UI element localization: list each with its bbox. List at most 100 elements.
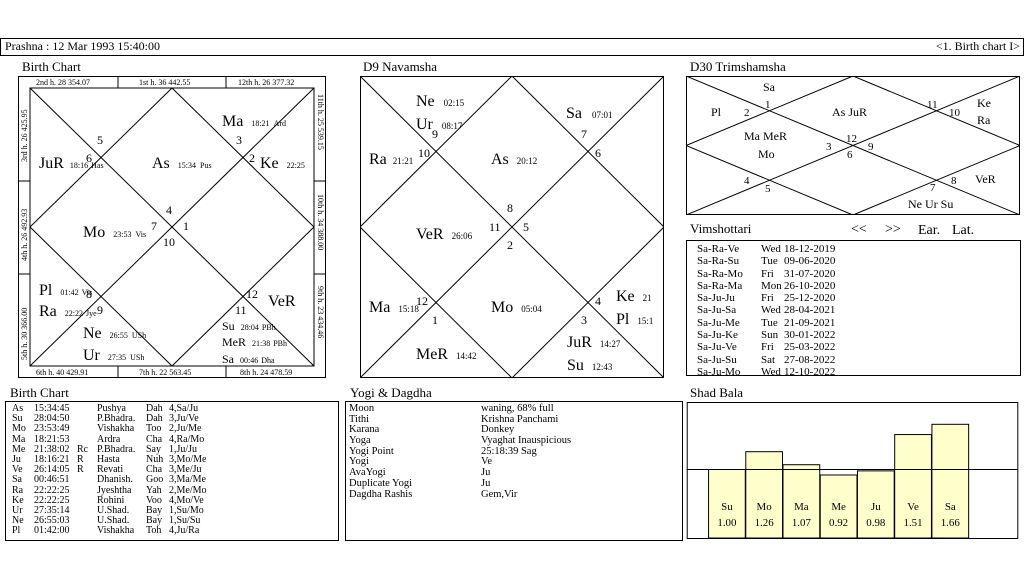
sign-number: 1 — [765, 99, 771, 111]
planet-ma-me: Ma MeR — [744, 129, 787, 143]
sign-number: 7 — [930, 182, 936, 194]
sign-number: 6 — [595, 146, 601, 160]
planet-ve: VeR — [975, 172, 996, 186]
chart-selector[interactable]: <1. Birth chart I> — [935, 39, 1020, 53]
shad-bar-value-label: 1.26 — [755, 517, 775, 529]
house-3-label: 3rd h. 26 425.95 — [20, 109, 29, 162]
planet-ne-ur-su: Ne Ur Su — [908, 197, 953, 211]
sign-number: 4 — [166, 203, 172, 217]
shad-bar-planet-label: Ve — [907, 501, 919, 513]
sign-number: 12 — [416, 294, 428, 308]
trimshamsha-sign-numbers: 1 2 11 10 3 12 9 6 4 5 7 8 — [744, 99, 961, 195]
house-4-label: 4th h. 26 492.93 — [20, 209, 29, 261]
shad-bar-ve — [894, 434, 932, 539]
yogi-dagdha-title: Yogi & Dagdha — [350, 385, 432, 400]
shad-bar-me — [819, 474, 858, 539]
sign-number: 7 — [151, 219, 157, 233]
shad-bar-planet-label: Ma — [794, 501, 809, 513]
sign-number: 7 — [581, 127, 587, 141]
shad-bar-planet-label: Mo — [757, 501, 773, 513]
trimshamsha-chart[interactable]: 1 2 11 10 3 12 9 6 4 5 7 8 Sa Pl As JuR … — [686, 76, 1020, 215]
navamsha-title: D9 Navamsha — [363, 59, 438, 74]
birth-chart[interactable]: 2nd h. 28 354.07 1st h. 36 442.55 12th h… — [18, 76, 326, 378]
sign-number: 4 — [744, 175, 750, 187]
dasha-prev-button[interactable]: << — [851, 222, 867, 237]
sign-number: 11 — [489, 220, 501, 234]
shad-bala-chart: Su1.00Mo1.26Ma1.07Me0.92Ju0.98Ve1.51Sa1.… — [686, 402, 1019, 539]
earlier-button[interactable]: Ear. — [918, 223, 941, 238]
latest-button[interactable]: Lat. — [952, 223, 975, 238]
dasha-next-button[interactable]: >> — [885, 222, 901, 237]
shad-bar-mo — [745, 451, 784, 539]
sign-number: 6 — [86, 151, 92, 165]
sign-number: 2 — [249, 151, 255, 165]
sign-number: 4 — [595, 294, 601, 308]
house-8-label: 8th h. 24 478.59 — [240, 368, 292, 377]
sign-number: 9 — [97, 303, 103, 317]
sign-number: 5 — [765, 183, 771, 195]
planet-sa: Sa — [763, 80, 776, 94]
birth-sign-numbers: 5 6 3 2 4 7 1 10 8 9 12 11 — [86, 133, 258, 317]
sign-number: 9 — [432, 127, 438, 141]
trimshamsha-planets: Sa Pl As JuR Ke Ra Ma MeR Mo VeR Ne Ur S… — [711, 80, 996, 211]
shad-bar-planet-label: Su — [721, 501, 733, 513]
house-7-label: 7th h. 22 563.45 — [139, 368, 191, 377]
sign-number: 10 — [418, 146, 430, 160]
shad-bar-value-label: 1.66 — [941, 517, 961, 529]
trimshamsha-title: D30 Trimshamsha — [690, 59, 786, 74]
sign-number: 3 — [581, 313, 587, 327]
house-10-label: 10th h. 34 388.00 — [316, 194, 325, 250]
sign-number: 5 — [523, 220, 529, 234]
sign-number: 2 — [507, 238, 513, 252]
shad-bar-value-label: 0.92 — [829, 517, 848, 529]
